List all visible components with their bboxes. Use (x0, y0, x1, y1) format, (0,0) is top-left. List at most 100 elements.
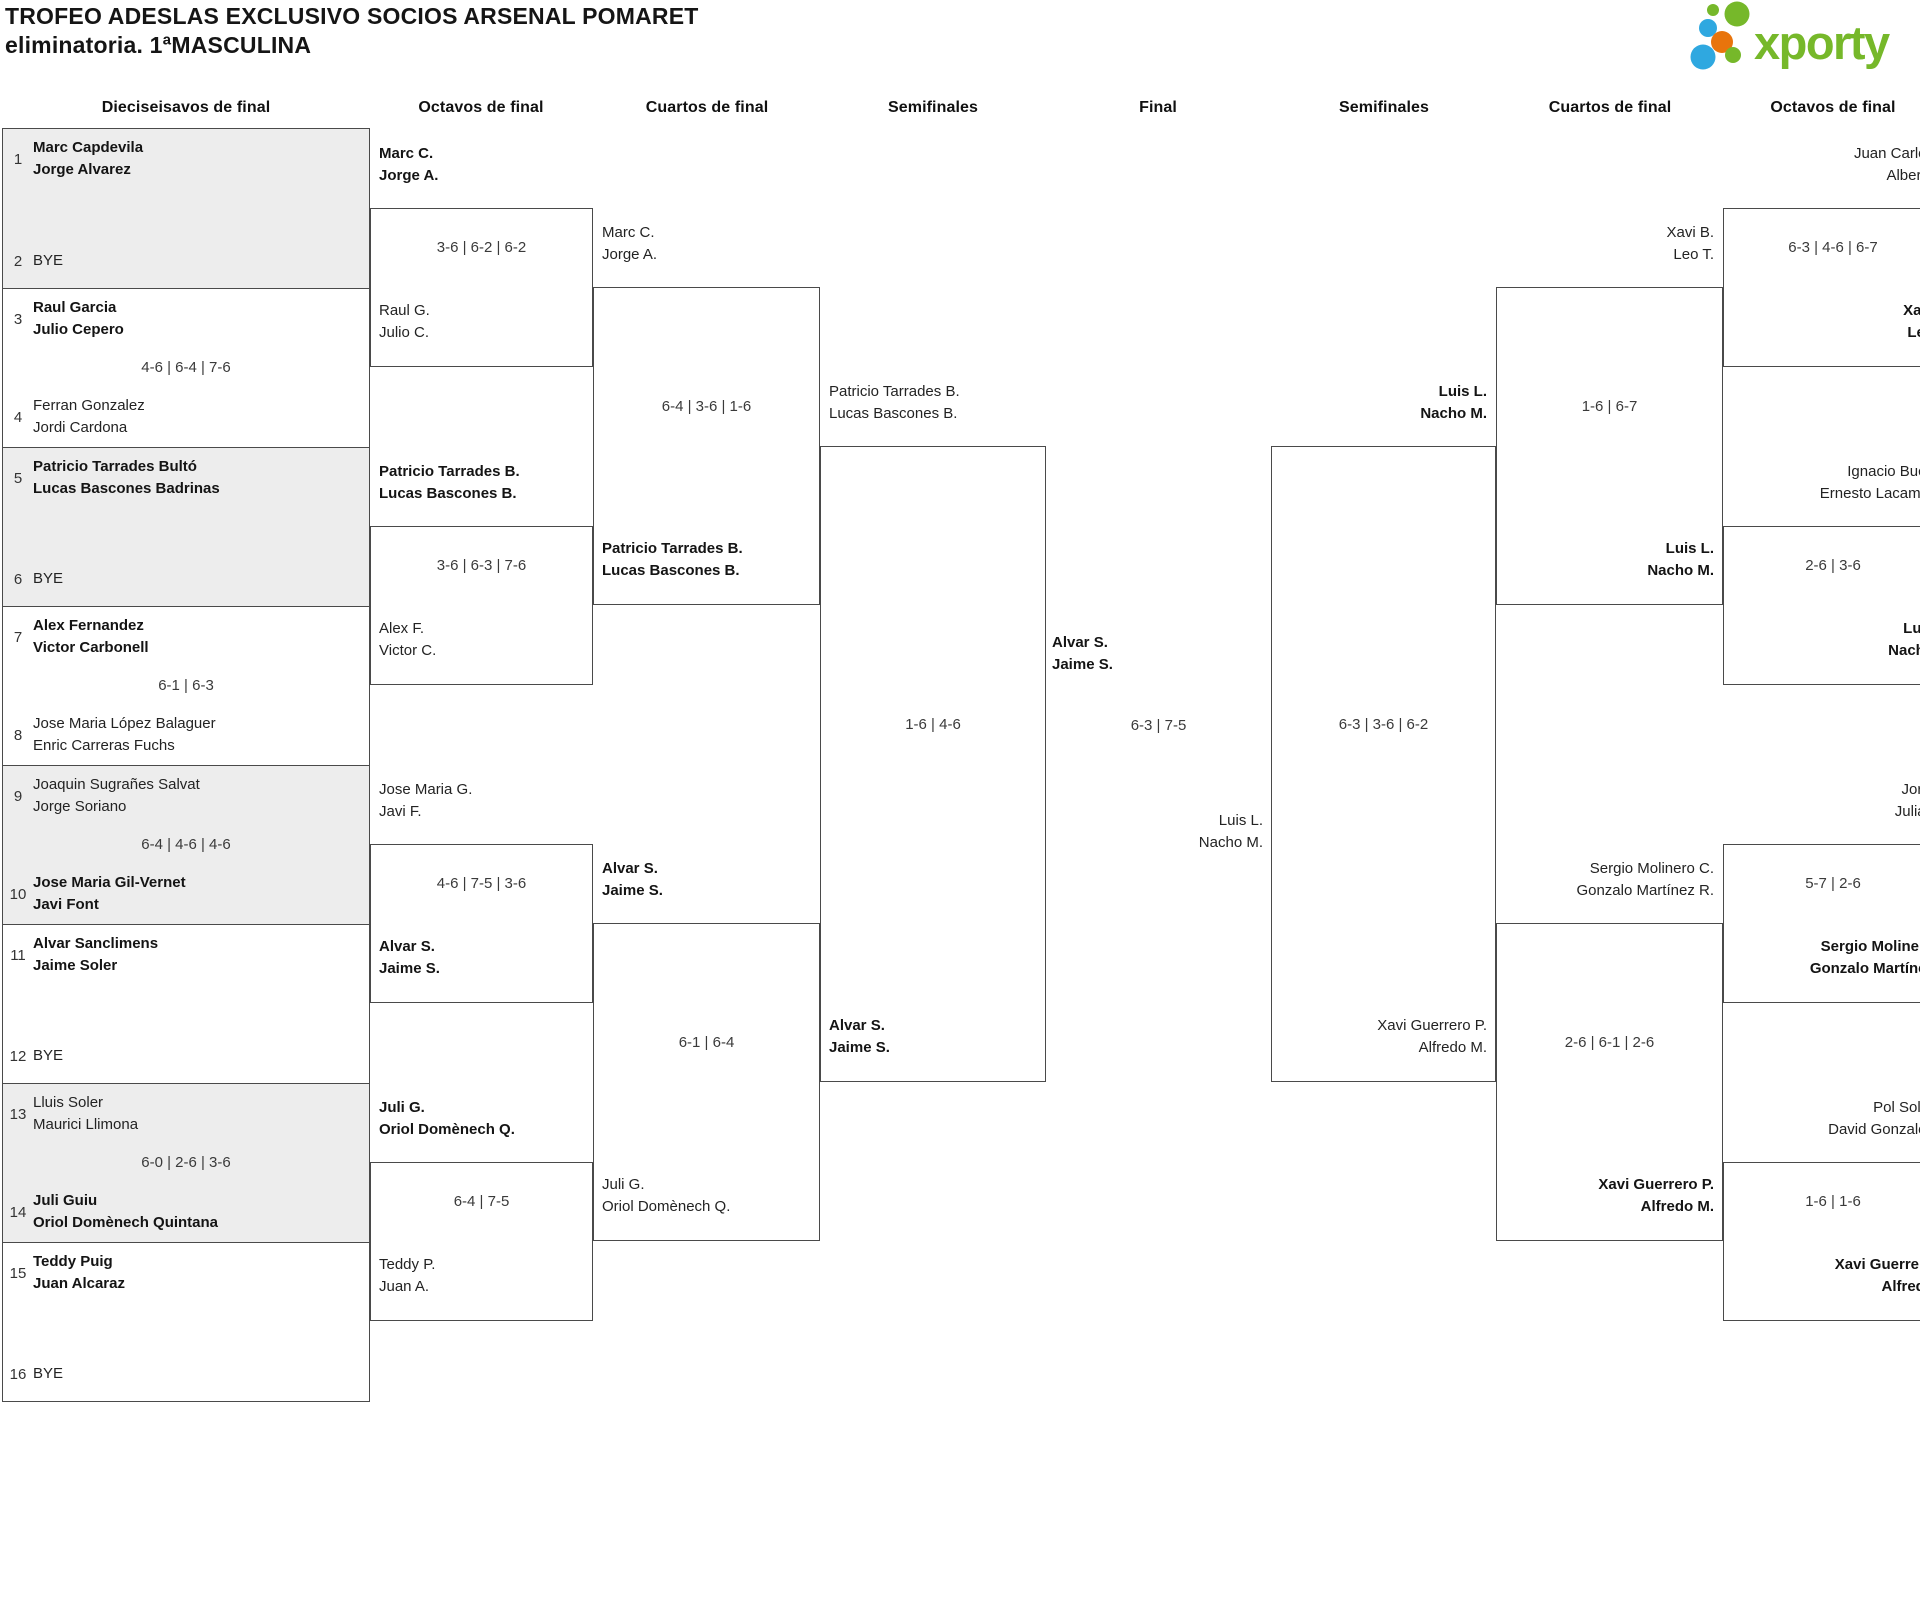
team-names: BYE (33, 250, 63, 272)
team-name-line: Alfredo M. (1640, 1198, 1714, 1215)
team-name-line: Nacho (1888, 641, 1920, 659)
team-name-line: Marc Capdevila (33, 139, 144, 156)
team-name-line: Xavi Guerrero (1834, 1255, 1920, 1273)
seed-number: 11 (10, 946, 26, 964)
octavos-left-match-1: Patricio Tarrades B.Lucas Bascones B.3-6… (370, 463, 593, 685)
match-bottom-team: Xavi Guerrero P. Alfredo M. (1598, 1174, 1714, 1218)
team-name-line: Ferran Gonzalez (33, 397, 145, 414)
team-name-line: Nacho M. (1647, 562, 1714, 579)
team-names: BYE (33, 1045, 63, 1067)
match-score: 5-7 | 2-6 (1805, 874, 1861, 892)
match-top-team: Alvar S.Jaime S. (602, 858, 663, 902)
match-top-team: Ignacio BuchErnesto Lacambr (1820, 461, 1920, 505)
match-bottom-team: Xavi Guerrero P.Alfredo M. (1377, 1015, 1487, 1059)
seed-number: 6 (13, 570, 23, 588)
match-score: 6-4 | 7-5 (453, 1192, 510, 1210)
seed-number: 3 (13, 310, 23, 328)
final-loser-line2: Nacho M. (1198, 834, 1263, 851)
team-name-line: Jorge A. (379, 166, 439, 184)
team-name-line: Juli Guiu (33, 1192, 98, 1209)
match-top-team: Juli G.Oriol Domènech Q. (379, 1097, 515, 1141)
match-top-team: Sergio Molinero C.Gonzalo Martínez R. (1576, 858, 1714, 902)
team-name-line: Marc C. (602, 224, 655, 241)
logo-dot-blue-small (1699, 19, 1717, 37)
match-score: 2-6 | 6-1 | 2-6 (1564, 1034, 1655, 1051)
match-score: 4-6 | 6-4 | 7-6 (141, 359, 231, 376)
match-top-team: Luis L.Nacho M. (1420, 381, 1487, 425)
final-match: Alvar S. Jaime S. 6-3 | 7-5 Luis L. Nach… (1046, 446, 1271, 1082)
tournament-title: TROFEO ADESLAS EXCLUSIVO SOCIOS ARSENAL … (5, 2, 699, 60)
team-name-line: Pol Soler (1873, 1098, 1920, 1116)
team-name-line: Maurici Llimona (33, 1116, 139, 1133)
logo-dot-green-small-top (1707, 4, 1719, 16)
team-name-line: Lucas Bascones B. (379, 484, 517, 502)
match-score: 6-1 | 6-3 (158, 677, 214, 694)
team-name-line: Leo T. (1673, 246, 1714, 263)
match-top-team: Marc C. Jorge A. (602, 222, 657, 266)
match-score: 1-6 | 6-7 (1581, 398, 1638, 415)
seed-number: 8 (13, 726, 23, 744)
team-name-line: Jaime S. (379, 959, 440, 977)
match-top-team: JordiJulian (1895, 779, 1920, 823)
tournament-title-line2: eliminatoria. 1ªMASCULINA (5, 32, 312, 58)
match-bottom-team: Alex F.Victor C. (379, 618, 436, 662)
round-header-6: Cuartos de final (1548, 99, 1672, 116)
seed-number: 12 (9, 1047, 27, 1065)
team-name-line: Julian (1894, 802, 1920, 820)
round-header-0: Dieciseisavos de final (101, 99, 271, 116)
round-header-7: Octavos de final (1770, 99, 1896, 116)
match-top-team: Pol SolerDavid Gonzalez (1828, 1097, 1920, 1141)
team-name-line: Enric Carreras Fuchs (33, 737, 175, 754)
final-winner-team: Alvar S. Jaime S. (1052, 632, 1113, 676)
match-score: 2-6 | 3-6 (1805, 556, 1861, 574)
team-name-line: Alvar Sanclimens (33, 935, 159, 952)
team-name-line: Patricio Tarrades Bultó (33, 458, 197, 475)
team-name-line: Alvar S. (829, 1017, 885, 1034)
octavos-right-match-1: Ignacio BuchErnesto Lacambr 2-6 | 3-6Luis… (1723, 463, 1920, 685)
team-name-line: Oriol Domènech Q. (379, 1120, 515, 1138)
team-name-line: Victor C. (379, 641, 437, 659)
team-name-line: Gonzalo Martínez R. (1576, 882, 1714, 899)
team-name-line: Oriol Domènech Q. (602, 1198, 731, 1215)
team-name-line: Alvar S. (602, 860, 658, 877)
team-name-line: Juan Alcaraz (33, 1275, 125, 1292)
match-bottom-team: Juli G.Oriol Domènech Q. (602, 1174, 730, 1218)
team-name-line: Alex Fernandez (33, 617, 144, 634)
match-score: 6-3 | 3-6 | 6-2 (1338, 716, 1429, 733)
match-top-team: Marc C.Jorge A. (379, 143, 438, 187)
team-name-line: Jaime Soler (33, 957, 118, 974)
team-name-line: Jose Maria G. (379, 780, 473, 798)
logo-dot-orange (1711, 31, 1733, 53)
team-name-line: Xavi Guerrero P. (1598, 1176, 1714, 1193)
team-name-line: Jorge A. (602, 246, 658, 263)
seed-number: 10 (9, 885, 27, 903)
final-loser-team: Luis L. Nacho M. (1199, 810, 1263, 854)
team-name-line: Gonzalo Martínez (1809, 959, 1920, 977)
match-bottom-team: LuisNacho (1888, 618, 1920, 662)
team-name-line: Teddy Puig (33, 1253, 113, 1270)
